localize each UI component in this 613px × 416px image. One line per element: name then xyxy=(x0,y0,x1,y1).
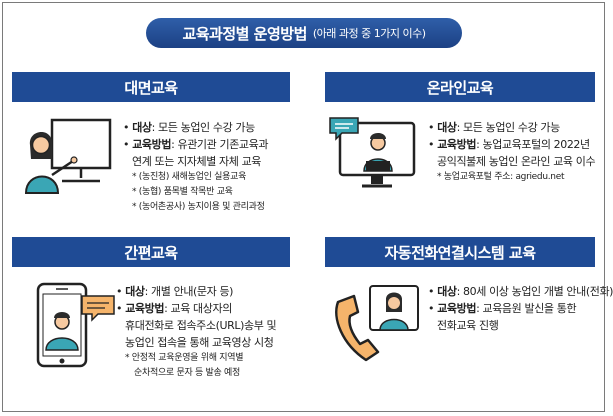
bullet: • xyxy=(428,138,435,151)
page-title-main: 교육과정별 운영방법 xyxy=(182,24,307,43)
method-cont: 공익직불제 농업인 온라인 교육 이수 xyxy=(437,155,596,168)
target-label: 대상 xyxy=(437,285,457,298)
note: 순차적으로 문자 등 발송 예정 xyxy=(134,368,241,378)
method-cont: 농업인 접속을 통해 교육영상 시청 xyxy=(125,336,274,349)
note: * 농업교육포털 주소: agriedu.net xyxy=(437,172,565,182)
teacher-board-icon xyxy=(24,118,112,194)
target-text: : 개별 안내(문자 등) xyxy=(144,285,234,298)
bullet: • xyxy=(123,121,130,134)
method-text: : 유관기관 기존교육과 xyxy=(171,138,269,151)
method-label: 교육방법 xyxy=(125,302,165,315)
note: * 안정적 교육운영을 위해 지역별 xyxy=(125,353,244,363)
bullet: • xyxy=(123,138,130,151)
outer-frame xyxy=(2,2,605,412)
section-header-online: 온라인교육 xyxy=(325,72,595,102)
bullet: • xyxy=(428,302,435,315)
method-label: 교육방법 xyxy=(437,138,477,151)
target-text: : 모든 농업인 수강 가능 xyxy=(456,121,561,134)
target-text: : 80세 이상 농업인 개별 안내(전화) xyxy=(456,285,613,298)
note: * (농협) 품목별 작목반 교육 xyxy=(132,187,233,197)
method-label: 교육방법 xyxy=(437,302,477,315)
target-label: 대상 xyxy=(132,121,152,134)
target-text: : 모든 농업인 수강 가능 xyxy=(151,121,256,134)
section-simple-info: • 대상: 개별 안내(문자 등) • 교육방법: 교육 대상자의 휴대전화로 … xyxy=(116,283,277,381)
method-text: : 농업교육포털의 2022년 xyxy=(476,138,590,151)
method-text: : 교육음원 발신을 통한 xyxy=(476,302,577,315)
bullet: • xyxy=(116,302,123,315)
method-cont: 휴대전화로 접속주소(URL)송부 및 xyxy=(125,319,277,332)
section-face-to-face-info: • 대상: 모든 농업인 수강 가능 • 교육방법: 유관기관 기존교육과 연계… xyxy=(123,119,268,215)
page-title: 교육과정별 운영방법 (아래 과정 중 1가지 이수) xyxy=(146,18,462,48)
target-label: 대상 xyxy=(437,121,457,134)
bullet: • xyxy=(116,285,123,298)
section-online-info: • 대상: 모든 농업인 수강 가능 • 교육방법: 농업교육포털의 2022년… xyxy=(428,119,596,185)
section-auto-call-info: • 대상: 80세 이상 농업인 개별 안내(전화) • 교육방법: 교육음원 … xyxy=(428,283,613,334)
bullet: • xyxy=(428,285,435,298)
method-text: : 교육 대상자의 xyxy=(164,302,232,315)
section-header-auto-call: 자동전화연결시스템 교육 xyxy=(325,237,595,267)
bullet: • xyxy=(428,121,435,134)
smartphone-chat-icon xyxy=(36,282,115,368)
method-cont: 연계 또는 지자체별 자체 교육 xyxy=(132,155,262,168)
online-monitor-icon xyxy=(329,117,416,188)
section-header-simple: 간편교육 xyxy=(12,237,290,267)
note: * (농진청) 새해농업인 실용교육 xyxy=(132,172,247,182)
note: * (농어촌공사) 농지이용 및 관리과정 xyxy=(132,202,265,212)
phone-call-icon xyxy=(335,285,419,362)
section-header-face-to-face: 대면교육 xyxy=(12,72,290,102)
method-cont: 전화교육 진행 xyxy=(437,319,499,332)
page-title-sub: (아래 과정 중 1가지 이수) xyxy=(312,27,426,40)
target-label: 대상 xyxy=(125,285,145,298)
method-label: 교육방법 xyxy=(132,138,172,151)
